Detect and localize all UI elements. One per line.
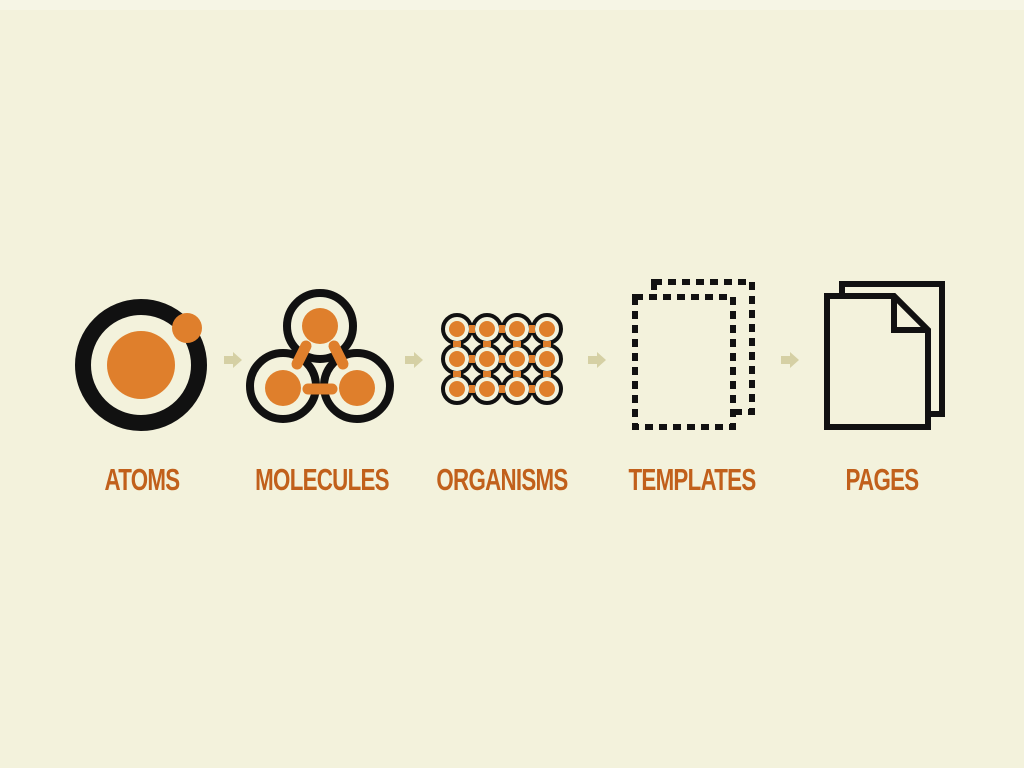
arrow-right-icon [781, 352, 799, 368]
atom-icon [42, 270, 242, 440]
arrow-right-icon [224, 352, 242, 368]
stage-label-atoms: ATOMS [104, 462, 181, 497]
stage-label-organisms: ORGANISMS [436, 462, 568, 497]
organism-icon [401, 270, 601, 440]
molecule-icon [220, 270, 420, 440]
stage-label-pages: PAGES [845, 462, 920, 497]
top-band [0, 0, 1024, 10]
template-icon [592, 270, 792, 440]
stage-label-molecules: MOLECULES [255, 462, 389, 497]
arrow-right-icon [588, 352, 606, 368]
pages-icon [786, 270, 986, 440]
stage-label-templates: TEMPLATES [628, 462, 756, 497]
arrow-right-icon [405, 352, 423, 368]
